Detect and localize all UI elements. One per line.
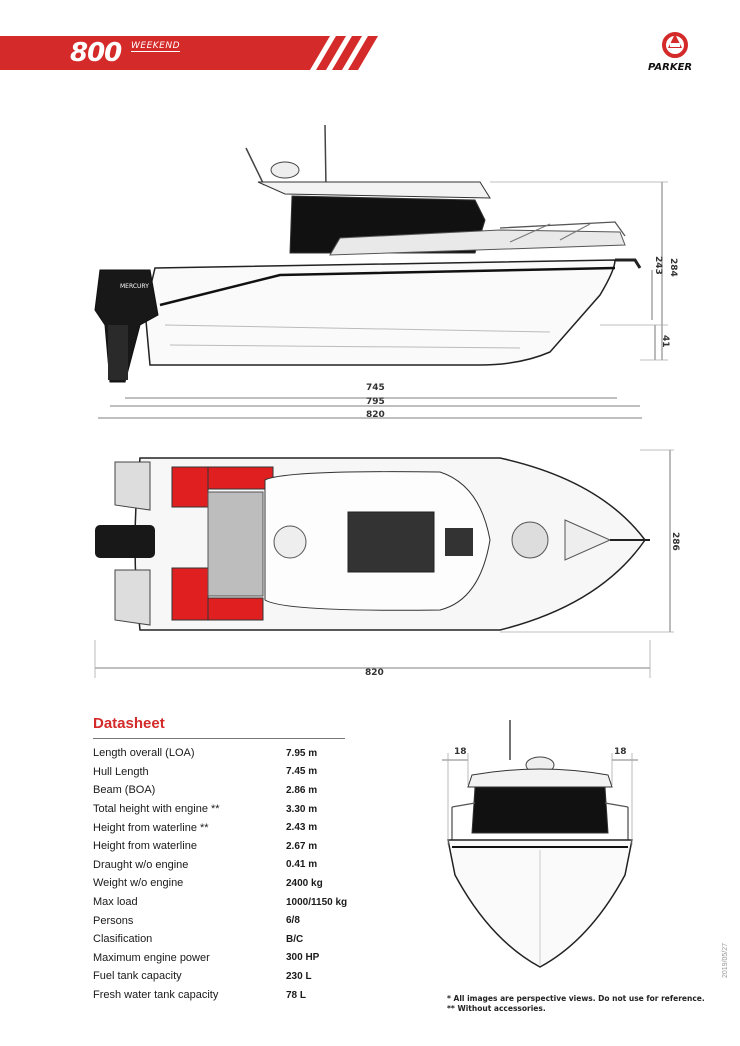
- front-left-dim: 18: [454, 747, 467, 757]
- top-beam-dim: 286: [670, 532, 680, 551]
- side-draught-dim: 41: [660, 335, 670, 348]
- model-subtitle: WEEKEND: [131, 41, 181, 52]
- row-value: 7.95 m: [286, 747, 318, 759]
- datasheet-row: Hull Length 7.45 m: [93, 763, 393, 782]
- row-label: Height from waterline: [93, 840, 197, 853]
- top-view-drawing: 820 286: [80, 440, 680, 685]
- side-view-drawing: MERCURY 745 795 820 284 243 41: [80, 120, 680, 430]
- side-length-wl-dim: 745: [366, 383, 385, 393]
- datasheet-row: Fuel tank capacity 230 L: [93, 967, 393, 986]
- datasheet-row: Total height with engine ** 3.30 m: [93, 800, 393, 819]
- row-label: Length overall (LOA): [93, 747, 195, 760]
- row-value: 230 L: [286, 970, 312, 982]
- datasheet-row: Clasification B/C: [93, 930, 393, 949]
- row-value: B/C: [286, 933, 304, 945]
- row-label: Total height with engine **: [93, 803, 220, 816]
- header-banner: [0, 36, 380, 70]
- datasheet-row: Height from waterline ** 2.43 m: [93, 818, 393, 837]
- datasheet-row: Max load 1000/1150 kg: [93, 893, 393, 912]
- row-label: Hull Length: [93, 765, 149, 778]
- datasheet-table: Length overall (LOA) 7.95 m Hull Length 7.…: [93, 744, 393, 1004]
- note-perspective: * All images are perspective views. Do n…: [447, 994, 705, 1003]
- svg-text:MERCURY: MERCURY: [120, 283, 149, 290]
- datasheet-row: Length overall (LOA) 7.95 m: [93, 744, 393, 763]
- side-length-overall-dim: 820: [366, 410, 385, 420]
- datasheet-row: Maximum engine power 300 HP: [93, 949, 393, 968]
- row-label: Clasification: [93, 933, 153, 946]
- row-label: Beam (BOA): [93, 784, 156, 797]
- row-label: Weight w/o engine: [93, 877, 184, 890]
- row-value: 2400 kg: [286, 877, 323, 889]
- row-label: Fuel tank capacity: [93, 970, 182, 983]
- row-value: 2.67 m: [286, 840, 318, 852]
- row-label: Persons: [93, 914, 134, 927]
- row-label: Height from waterline **: [93, 821, 209, 834]
- row-label: Fresh water tank capacity: [93, 989, 219, 1002]
- model-name: 800: [70, 38, 122, 68]
- document-date: 2019/05/27: [722, 942, 729, 978]
- parker-logo-icon: [650, 30, 700, 74]
- row-value: 3.30 m: [286, 803, 318, 815]
- side-length-hull-dim: 795: [366, 397, 385, 407]
- side-height-wl-dim: 243: [653, 256, 663, 275]
- datasheet-row: Beam (BOA) 2.86 m: [93, 781, 393, 800]
- row-value: 6/8: [286, 915, 300, 927]
- brand-name: PARKER: [648, 62, 693, 73]
- note-accessories: ** Without accessories.: [447, 1004, 546, 1013]
- top-length-dim: 820: [365, 668, 384, 678]
- row-label: Draught w/o engine: [93, 858, 189, 871]
- row-value: 78 L: [286, 989, 307, 1001]
- side-height-total-dim: 284: [668, 258, 678, 277]
- row-label: Max load: [93, 896, 138, 909]
- row-value: 1000/1150 kg: [286, 896, 348, 908]
- row-value: 7.45 m: [286, 766, 318, 778]
- row-value: 2.86 m: [286, 784, 318, 796]
- front-right-dim: 18: [614, 747, 627, 757]
- front-view-drawing: 18 18: [430, 715, 650, 980]
- row-value: 0.41 m: [286, 859, 318, 871]
- datasheet-row: Fresh water tank capacity 78 L: [93, 986, 393, 1005]
- datasheet-row: Weight w/o engine 2400 kg: [93, 874, 393, 893]
- datasheet-row: Draught w/o engine 0.41 m: [93, 856, 393, 875]
- datasheet-row: Persons 6/8: [93, 911, 393, 930]
- row-value: 2.43 m: [286, 822, 318, 834]
- row-label: Maximum engine power: [93, 951, 210, 964]
- datasheet-title: Datasheet: [93, 715, 165, 732]
- row-value: 300 HP: [286, 952, 320, 964]
- datasheet-divider: [93, 738, 345, 739]
- datasheet-row: Height from waterline 2.67 m: [93, 837, 393, 856]
